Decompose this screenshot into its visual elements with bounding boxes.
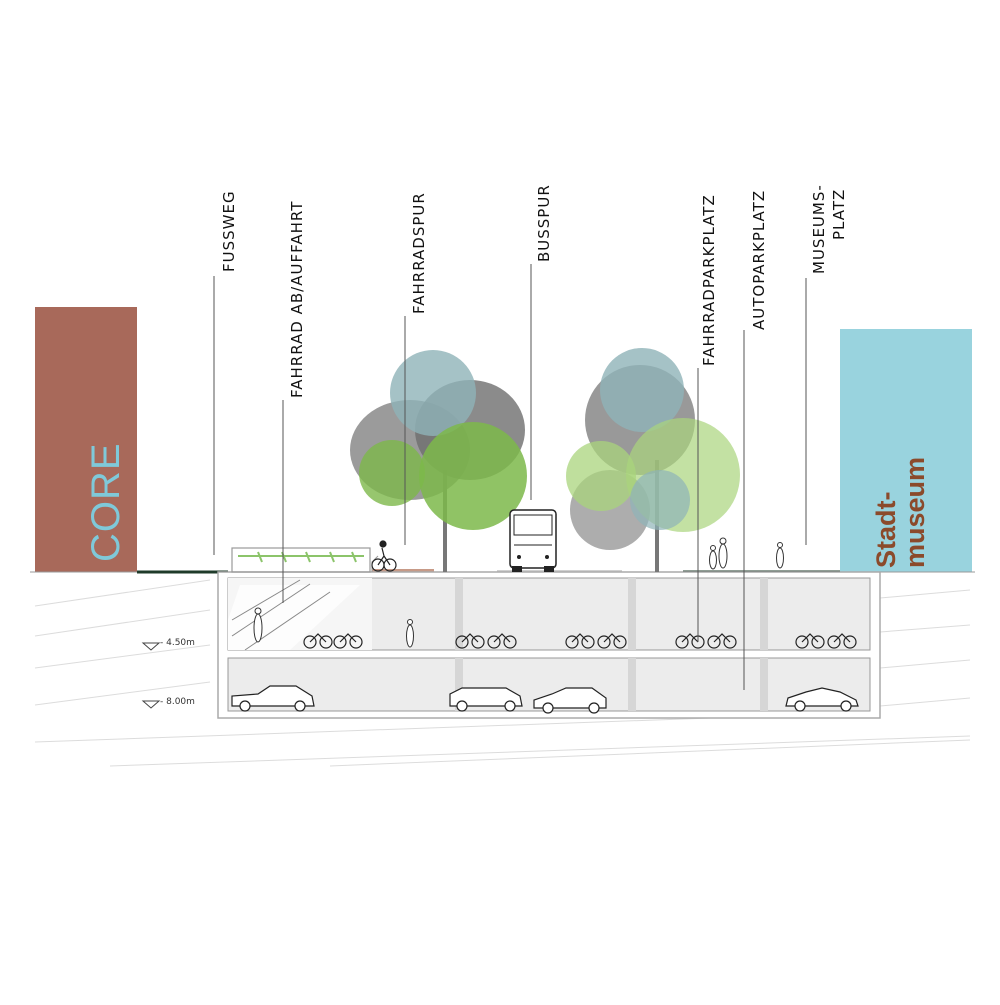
columns (455, 578, 768, 711)
bike-lane-surface (372, 569, 434, 573)
parked-cars (231, 685, 859, 714)
label-busspur: BUSSPUR (535, 184, 553, 262)
tree-left (350, 350, 527, 572)
core-label: CORE (84, 442, 128, 562)
stadtmuseum-label: Stadt- museum (871, 456, 930, 569)
tree-right (566, 348, 740, 572)
stadtmuseum-building (840, 329, 972, 572)
parked-bikes (303, 633, 857, 649)
level-markers (141, 642, 161, 709)
level-lower: - 8.00m (160, 697, 195, 707)
label-autoparkplatz: AUTOPARKPLATZ (750, 189, 768, 330)
label-museumsplatz-1: MUSEUMS- (810, 184, 828, 274)
stadtmuseum-label-line1: Stadt- (871, 491, 901, 569)
label-fahrradparkplatz: FAHRRADPARKPLATZ (700, 194, 718, 366)
label-fahrradspur: FAHRRADSPUR (410, 192, 428, 314)
core-building (35, 307, 137, 572)
bus (509, 509, 557, 572)
ground-hatch (34, 579, 971, 767)
label-fahrrad-ab-auffahrt: FAHRRAD AB/AUFFAHRT (288, 200, 306, 398)
label-museumsplatz-2: PLATZ (830, 188, 848, 240)
pedestrians (253, 537, 784, 648)
label-fussweg: FUSSWEG (220, 190, 238, 272)
street-cyclist (371, 540, 397, 572)
leader-lines (213, 264, 807, 690)
stadtmuseum-label-line2: museum (900, 456, 930, 568)
bike-ramp (228, 547, 379, 651)
level-upper: - 4.50m (160, 638, 195, 648)
